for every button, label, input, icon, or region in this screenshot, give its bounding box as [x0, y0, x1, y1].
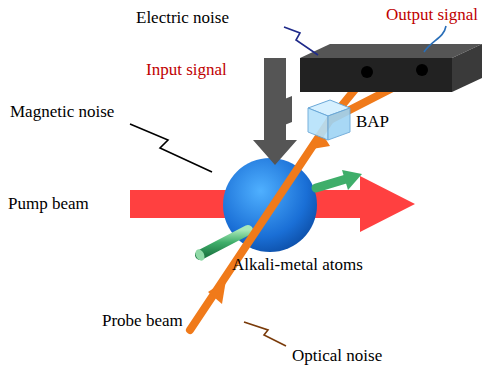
part-label: Alkali-metal atoms: [232, 255, 363, 275]
signal-label: Output signal: [386, 5, 478, 25]
input-signal-arrow: [253, 58, 297, 165]
output-signal-leader: [424, 26, 446, 52]
detector-box: [300, 44, 482, 92]
beam-block-plate: [272, 96, 292, 130]
probe-beam: [190, 74, 420, 330]
probe-arrowhead: [208, 280, 226, 304]
magnetic-noise-bolt: [130, 124, 212, 172]
part-label: BAP: [356, 112, 389, 132]
noise-label: Electric noise: [136, 8, 229, 28]
beam-label: Pump beam: [8, 194, 89, 214]
bap-cube: [308, 100, 350, 140]
spin-arrow: [316, 170, 362, 190]
noise-label: Magnetic noise: [10, 102, 114, 122]
electric-noise-bolt: [284, 27, 318, 55]
noise-label: Optical noise: [292, 346, 382, 366]
signal-label: Input signal: [146, 60, 227, 80]
optical-noise-bolt: [244, 322, 286, 346]
beam-label: Probe beam: [102, 311, 183, 331]
